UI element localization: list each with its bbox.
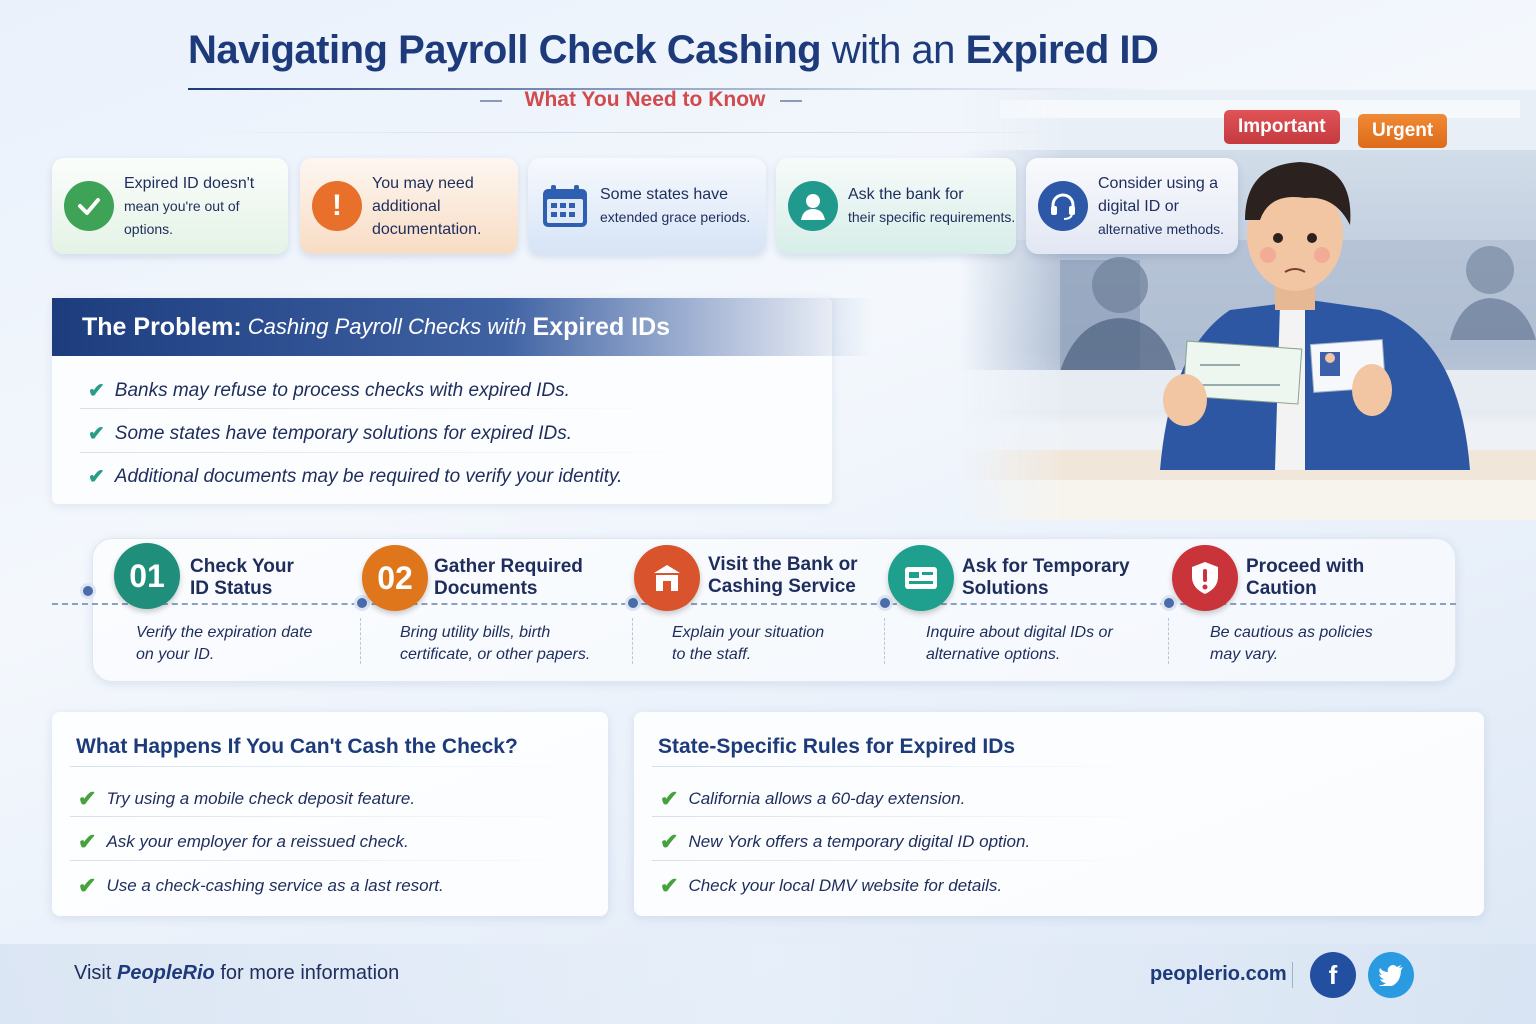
cant-cash-heading: What Happens If You Can't Cash the Check… (76, 735, 518, 758)
step-number-badge: 01 (114, 543, 180, 609)
tip-text: Some states have (600, 186, 729, 203)
title-underline (188, 88, 1158, 90)
bank-icon (634, 545, 700, 611)
check-icon: ✔ (660, 873, 679, 898)
check-icon: ✔ (78, 829, 97, 854)
divider (188, 132, 1188, 133)
tip-text: extended grace periods. (600, 209, 751, 225)
divider (1168, 618, 1169, 664)
footer (0, 944, 1536, 1024)
divider (780, 100, 802, 102)
timeline-dot (354, 595, 370, 611)
list-item: ✔Banks may refuse to process checks with… (88, 379, 570, 403)
divider (652, 816, 1152, 817)
divider (480, 100, 502, 102)
tip-card: Ask the bank for their specific requireme… (776, 158, 1016, 254)
tip-text: additional (372, 197, 441, 215)
timeline-dot (877, 595, 893, 611)
list-item: ✔New York offers a temporary digital ID … (660, 829, 1031, 854)
divider (360, 618, 361, 664)
check-icon: ✔ (88, 380, 105, 402)
timeline-line (52, 603, 1456, 605)
check-icon: ✔ (78, 786, 97, 811)
exclamation-icon: ! (312, 181, 362, 231)
page-subtitle: What You Need to Know (524, 88, 766, 111)
twitter-icon[interactable] (1368, 952, 1414, 998)
tip-text: Expired ID doesn't (124, 174, 255, 192)
divider (70, 860, 590, 861)
timeline-dot (625, 595, 641, 611)
divider (70, 816, 590, 817)
timeline-dot (80, 583, 96, 599)
tip-text: alternative methods. (1098, 220, 1225, 237)
list-item: ✔Check your local DMV website for detail… (660, 873, 1003, 898)
check-icon: ✔ (660, 786, 679, 811)
id-card-icon (888, 545, 954, 611)
list-item: ✔Try using a mobile check deposit featur… (78, 786, 416, 811)
facebook-icon[interactable]: f (1310, 952, 1356, 998)
check-icon: ✔ (78, 873, 97, 898)
tip-text: documentation. (372, 220, 482, 238)
list-item: ✔California allows a 60-day extension. (660, 786, 966, 811)
divider (80, 408, 680, 409)
state-rules-panel (634, 712, 1484, 916)
list-item: ✔Ask your employer for a reissued check. (78, 829, 409, 854)
calendar-icon (540, 181, 590, 231)
tip-text: their specific requirements. (848, 209, 1016, 225)
divider (652, 766, 1152, 767)
tip-card: Some states have extended grace periods. (528, 158, 766, 254)
person-icon (788, 181, 838, 231)
tip-text: digital ID or (1098, 197, 1179, 215)
check-icon: ✔ (660, 829, 679, 854)
timeline-dot (1161, 595, 1177, 611)
website-link[interactable]: peoplerio.com (1150, 963, 1287, 985)
divider (70, 766, 590, 767)
check-icon (64, 181, 114, 231)
list-item: ✔Use a check-cashing service as a last r… (78, 873, 444, 898)
tip-text: Ask the bank for (848, 186, 964, 203)
list-item: ✔Some states have temporary solutions fo… (88, 422, 573, 446)
check-icon: ✔ (88, 466, 105, 488)
divider (884, 618, 885, 664)
headset-icon (1038, 181, 1088, 231)
tip-text: You may need (372, 174, 474, 192)
step-number-badge: 02 (362, 545, 428, 611)
bank-counter-illustration (960, 90, 1536, 520)
divider (652, 860, 1152, 861)
state-rules-heading: State-Specific Rules for Expired IDs (658, 735, 1016, 758)
tip-text: Consider using a (1098, 174, 1219, 192)
tip-card: Consider using a digital ID or alternative… (1026, 158, 1238, 254)
urgent-badge: Urgent (1358, 114, 1448, 148)
divider (632, 618, 633, 664)
tip-text: mean you're out of options. (124, 197, 240, 237)
cant-cash-panel (52, 712, 608, 916)
page-title: Navigating Payroll Check Cashing with an… (188, 28, 1159, 72)
tip-card: ! You may need additional documentation. (300, 158, 518, 254)
list-item: ✔Additional documents may be required to… (88, 465, 623, 489)
important-badge: Important (1224, 110, 1340, 144)
check-icon: ✔ (88, 423, 105, 445)
divider (1292, 962, 1293, 988)
divider (80, 452, 720, 453)
shield-alert-icon (1172, 545, 1238, 611)
tip-card: Expired ID doesn't mean you're out of opt… (52, 158, 288, 254)
footer-visit-text: Visit PeopleRio for more information (74, 962, 400, 984)
brand-link[interactable]: PeopleRio (116, 962, 215, 984)
